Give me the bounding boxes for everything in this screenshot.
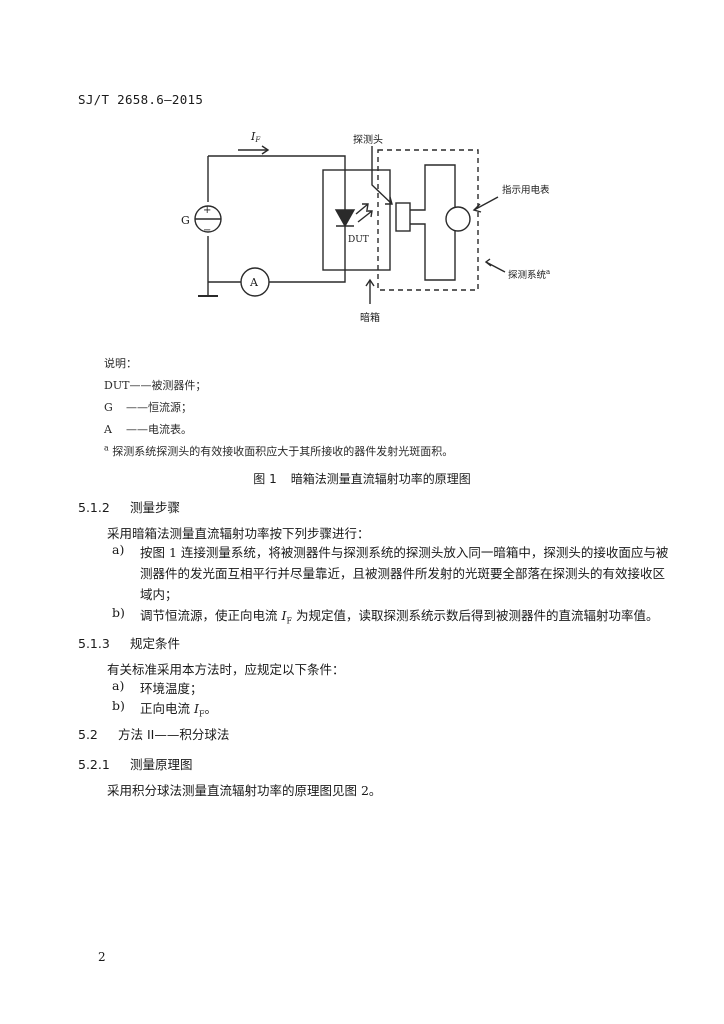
g-label: G xyxy=(181,214,190,227)
legend-footnote: a 探测系统探测头的有效接收面积应大于其所接收的器件发射光斑面积。 xyxy=(104,443,454,458)
paragraph: 采用暗箱法测量直流辐射功率按下列步骤进行： xyxy=(107,526,370,541)
plus-sign: + xyxy=(203,205,211,216)
list-item-b: b) 调节恒流源，使正向电流 IF 为规定值，读取探测系统示数后得到被测器件的直… xyxy=(112,605,659,626)
legend-key: G xyxy=(104,401,113,414)
legend-item-g: G——恒流源； xyxy=(104,401,192,414)
ammeter-label: A xyxy=(249,276,259,289)
dut-diode xyxy=(334,209,356,228)
page-number: 2 xyxy=(98,950,106,964)
darkbox-label: 暗箱 xyxy=(360,311,380,324)
current-label: IF xyxy=(250,130,261,144)
paragraph: 有关标准采用本方法时，应规定以下条件： xyxy=(107,662,345,677)
detection-system-box xyxy=(377,149,479,291)
document-header: SJ/T 2658.6—2015 xyxy=(78,92,204,107)
legend-item-a: A——电流表。 xyxy=(104,423,192,436)
legend-key: DUT xyxy=(104,379,130,392)
legend-key: A xyxy=(104,423,112,436)
wire-bottom-right xyxy=(269,258,346,283)
list-item-a: a) 按图 1 连接测量系统，将被测器件与探测系统的探测头放入同一暗箱中，探测头… xyxy=(112,542,669,602)
ammeter-circle xyxy=(240,267,270,297)
legend-item-dut: DUT——被测器件； xyxy=(104,379,207,392)
list-item-a: a) 环境温度； xyxy=(112,678,203,696)
legend-title: 说明： xyxy=(104,357,137,370)
system-label: 探测系统a xyxy=(508,268,550,281)
wire-top xyxy=(208,155,346,170)
dut-label: DUT xyxy=(348,235,369,245)
indicator-meter xyxy=(445,206,471,232)
list-item-b: b) 正向电流 IF。 xyxy=(112,698,218,719)
meter-label: 指示用电表 xyxy=(502,184,550,196)
minus-sign: − xyxy=(203,225,211,236)
probe-label: 探测头 xyxy=(353,133,383,146)
probe-head xyxy=(395,202,411,232)
paragraph: 采用积分球法测量直流辐射功率的原理图见图 2。 xyxy=(107,783,382,798)
circuit-diagram: IF G + − A DUT 探测头 指示用电表 探测系统a 暗箱 xyxy=(181,130,550,324)
dark-box xyxy=(322,169,391,271)
